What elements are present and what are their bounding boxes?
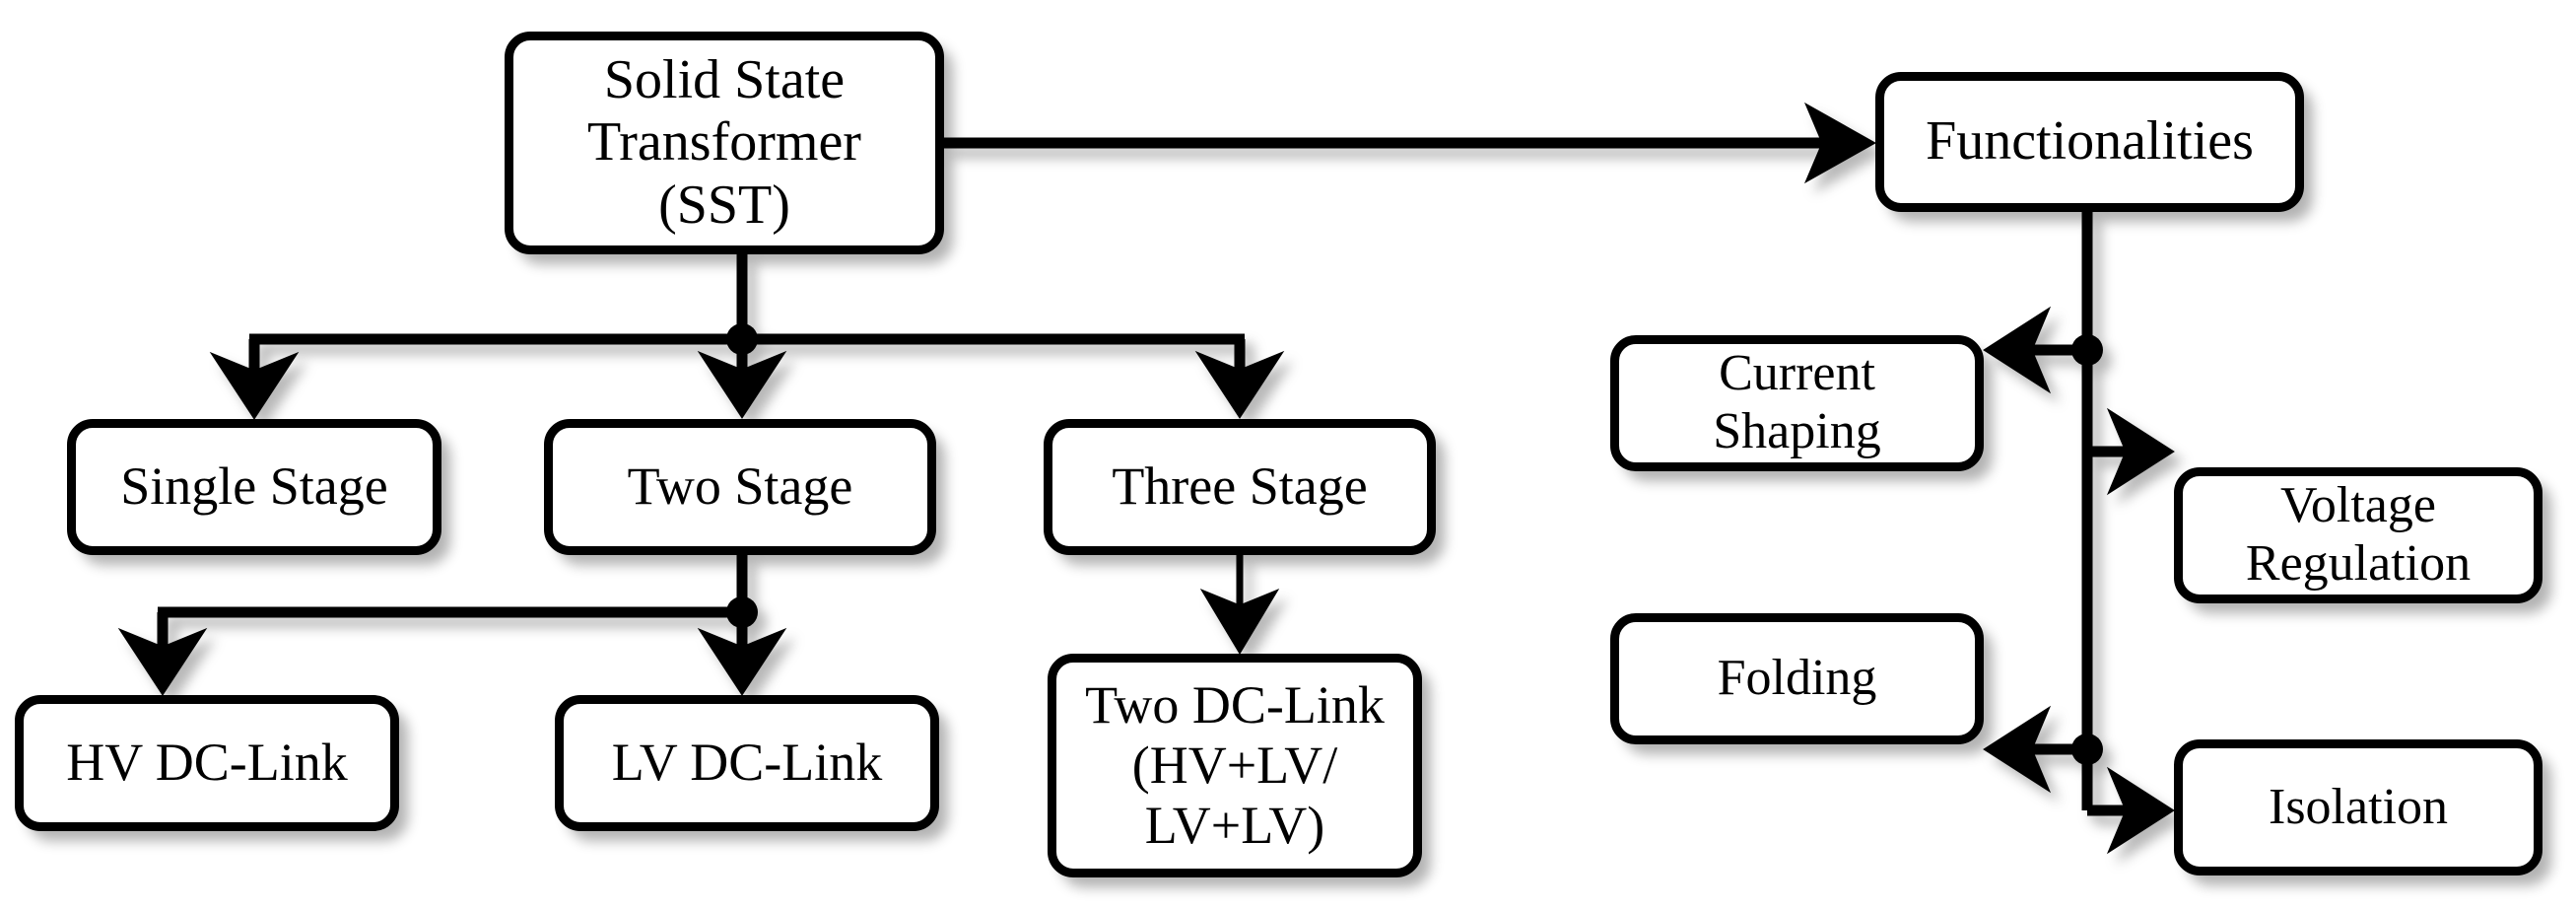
node-two-dc-link[interactable]: Two DC-Link (HV+LV/ LV+LV) xyxy=(1048,654,1422,877)
node-lv-dc-link-label: LV DC-Link xyxy=(611,733,883,793)
edge-sst-trunk xyxy=(726,254,758,355)
node-functionalities-label: Functionalities xyxy=(1926,110,2254,173)
node-lv-dc-link[interactable]: LV DC-Link xyxy=(555,695,939,831)
edge-two-stage-trunk xyxy=(726,555,758,628)
node-three-stage-label: Three Stage xyxy=(1112,456,1368,517)
edge-sst-to-functionalities xyxy=(944,102,1877,184)
edge-stage-bus xyxy=(209,333,1285,420)
edge-functionalities-bus xyxy=(1983,212,2175,855)
node-current-shaping[interactable]: Current Shaping xyxy=(1610,335,1984,471)
node-sst-label: Solid State Transformer (SST) xyxy=(587,49,861,236)
node-voltage-regulation[interactable]: Voltage Regulation xyxy=(2174,467,2542,603)
node-hv-dc-link[interactable]: HV DC-Link xyxy=(15,695,399,831)
node-current-shaping-label: Current Shaping xyxy=(1713,345,1881,459)
node-two-stage-label: Two Stage xyxy=(627,456,853,517)
edge-dclink-bus xyxy=(117,606,787,696)
node-isolation[interactable]: Isolation xyxy=(2174,739,2542,875)
node-voltage-regulation-label: Voltage Regulation xyxy=(2245,477,2472,592)
node-hv-dc-link-label: HV DC-Link xyxy=(66,733,348,793)
node-single-stage[interactable]: Single Stage xyxy=(67,419,441,555)
node-two-stage[interactable]: Two Stage xyxy=(544,419,936,555)
node-single-stage-label: Single Stage xyxy=(120,456,388,517)
node-functionalities[interactable]: Functionalities xyxy=(1875,72,2304,212)
node-two-dc-link-label: Two DC-Link (HV+LV/ LV+LV) xyxy=(1085,674,1385,855)
node-folding-label: Folding xyxy=(1717,650,1877,707)
node-three-stage[interactable]: Three Stage xyxy=(1044,419,1436,555)
node-sst[interactable]: Solid State Transformer (SST) xyxy=(505,32,944,254)
node-isolation-label: Isolation xyxy=(2269,778,2448,835)
edge-three-stage-to-two-dclink xyxy=(1199,555,1280,655)
node-folding[interactable]: Folding xyxy=(1610,613,1984,744)
